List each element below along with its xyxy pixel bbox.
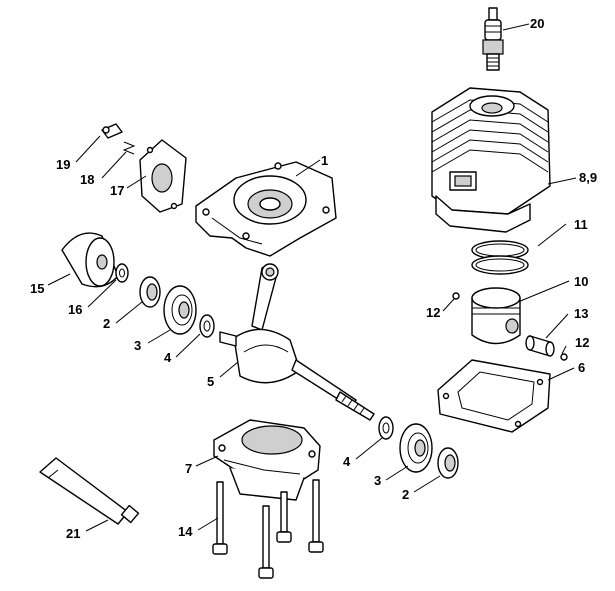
callout-8-9: 8,9: [579, 170, 597, 185]
washer-16: [115, 263, 129, 283]
bearing-3-left: [163, 285, 197, 335]
piston-rings: [471, 240, 529, 275]
spark-plug: [482, 7, 504, 71]
callout-4-right: 4: [343, 454, 351, 469]
plug-terminal: [101, 123, 123, 139]
callout-1: 1: [321, 153, 328, 168]
callout-15: 15: [30, 281, 44, 296]
seal-4-left: [199, 314, 215, 338]
callout-7: 7: [185, 461, 192, 476]
circlip-right: [560, 353, 568, 361]
callout-20: 20: [530, 16, 544, 31]
callout-16: 16: [68, 302, 82, 317]
crankcase-half-lower: [213, 419, 321, 501]
callout-4-left: 4: [164, 350, 172, 365]
callout-12-right: 12: [575, 335, 589, 350]
callout-2-left: 2: [103, 316, 110, 331]
circlip-left: [452, 292, 460, 300]
callout-17: 17: [110, 183, 124, 198]
piston: [471, 287, 521, 345]
cylinder: [431, 87, 551, 233]
callout-12-left: 12: [426, 305, 440, 320]
ignition-module: [139, 139, 187, 213]
spring: [122, 141, 136, 155]
callout-3-left: 3: [134, 338, 141, 353]
callout-10: 10: [574, 274, 588, 289]
callout-11: 11: [574, 217, 588, 232]
callout-2-right: 2: [402, 487, 409, 502]
bearing-2-right: [437, 447, 459, 479]
leader-lines: [47, 23, 577, 532]
screws: [212, 479, 324, 579]
crankcase-half-upper: [195, 161, 337, 257]
piston-pin: [525, 335, 555, 357]
callout-5: 5: [207, 374, 214, 389]
bearing-3-right: [399, 423, 433, 473]
callout-3-right: 3: [374, 473, 381, 488]
callout-13: 13: [574, 306, 588, 321]
callout-labels: 20 1 8,9 11 10 12 13 12 6 5 7 4 3 2 14 1…: [30, 16, 597, 541]
cylinder-gasket: [437, 359, 551, 433]
callout-19: 19: [56, 157, 70, 172]
crankshaft: [219, 263, 375, 421]
callout-6: 6: [578, 360, 585, 375]
callout-21: 21: [66, 526, 80, 541]
seal-4-right: [378, 416, 394, 440]
grease-tube: [39, 457, 140, 525]
flywheel-cover: [61, 232, 119, 288]
callout-18: 18: [80, 172, 94, 187]
bearing-2-left: [139, 276, 161, 308]
callout-14: 14: [178, 524, 193, 539]
